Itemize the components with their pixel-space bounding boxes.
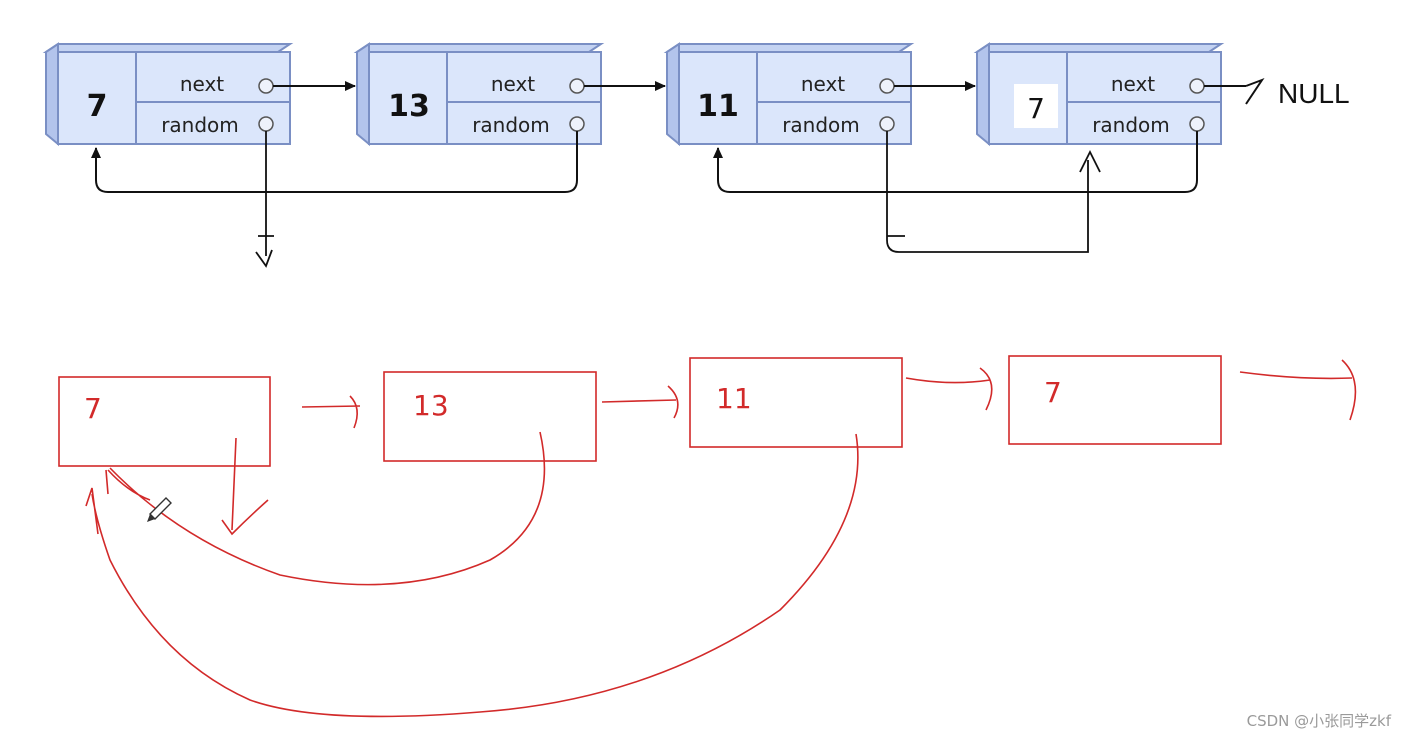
- edited-value-patch: [1014, 84, 1058, 128]
- copy-random-arrow: [105, 431, 546, 586]
- copy-node-box: [383, 371, 597, 462]
- random-pointer-dot: [569, 116, 585, 132]
- random-label: random: [1092, 113, 1170, 137]
- copy-next-arrow: [905, 367, 993, 411]
- copy-node-value: 11: [716, 382, 752, 415]
- random-pointer-dot: [258, 116, 274, 132]
- node-value: 7: [1027, 92, 1045, 125]
- next-label: next: [801, 72, 845, 96]
- copy-node-box: [1008, 355, 1222, 445]
- copy-node-box: [689, 357, 903, 448]
- copy-random-arrow: [85, 433, 859, 718]
- pencil-icon: [147, 497, 172, 522]
- node-box: [368, 51, 602, 145]
- random-null-pointer: [255, 131, 274, 268]
- node-value: 11: [697, 89, 739, 124]
- list-node: 11 next random: [663, 42, 915, 147]
- copy-random-null: [221, 437, 269, 536]
- random-label: random: [782, 113, 860, 137]
- random-arrow-13-to-7: [91, 131, 578, 193]
- node-box: [678, 51, 912, 145]
- random-pointer-dot: [1189, 116, 1205, 132]
- next-pointer-dot: [569, 78, 585, 94]
- copy-node-value: 13: [413, 389, 449, 422]
- node-value: 7: [87, 89, 108, 124]
- null-arrow: [1204, 77, 1265, 105]
- random-arrow-7-to-7: [713, 131, 1198, 193]
- copy-node-value: 7: [84, 392, 102, 425]
- list-node: 13 next random: [353, 42, 605, 147]
- copy-next-arrow: [301, 395, 361, 429]
- next-label: next: [180, 72, 224, 96]
- random-pointer-dot: [879, 116, 895, 132]
- next-pointer-dot: [879, 78, 895, 94]
- node-value: 13: [388, 89, 430, 124]
- copy-node-value: 7: [1044, 376, 1062, 409]
- list-node: 7 next random: [973, 42, 1225, 147]
- top-linked-list: 7 next random 13 next random 11: [42, 42, 1350, 268]
- next-label: next: [1111, 72, 1155, 96]
- watermark: CSDN @小张同学zkf: [1246, 712, 1391, 730]
- list-node: 7 next random: [42, 42, 294, 147]
- next-label: next: [491, 72, 535, 96]
- copy-node-box: [58, 376, 271, 467]
- random-arrow-11-to-7: [886, 131, 1101, 253]
- null-label: NULL: [1278, 78, 1350, 109]
- next-pointer-dot: [1189, 78, 1205, 94]
- hand-drawn-copy: [58, 355, 1357, 718]
- copy-next-arrow: [601, 385, 679, 419]
- node-box: [57, 51, 291, 145]
- random-label: random: [161, 113, 239, 137]
- copy-next-arrow: [1239, 359, 1357, 421]
- next-pointer-dot: [258, 78, 274, 94]
- random-label: random: [472, 113, 550, 137]
